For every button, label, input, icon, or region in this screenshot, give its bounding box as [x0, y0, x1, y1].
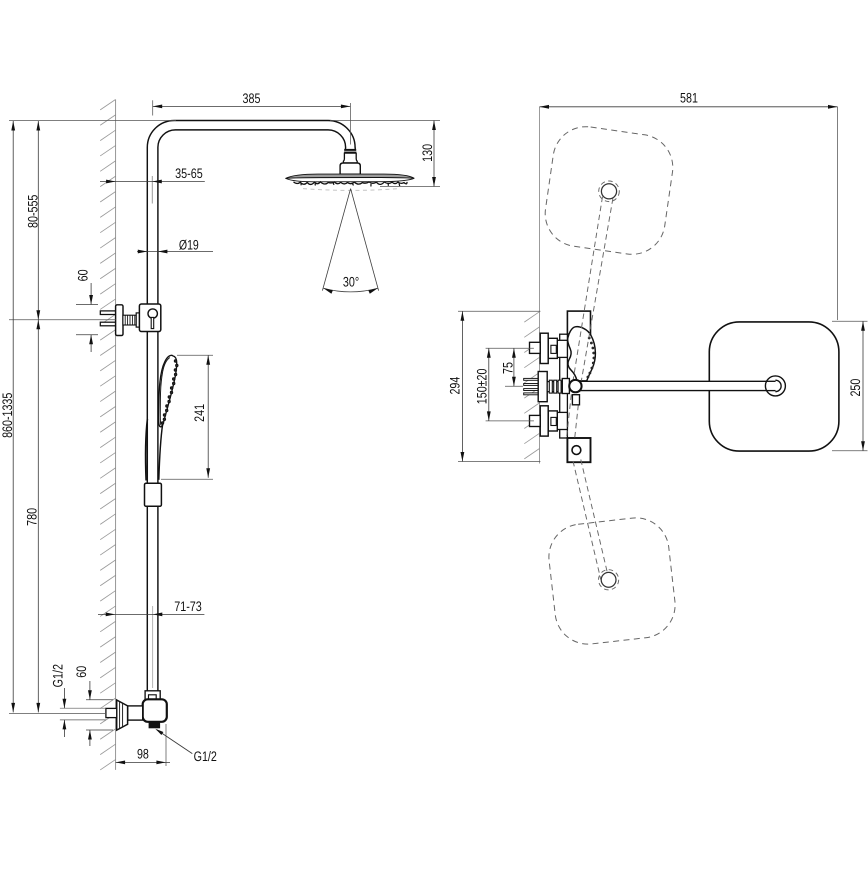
svg-text:80-555: 80-555 — [25, 194, 40, 228]
svg-text:60: 60 — [76, 269, 91, 281]
svg-text:60: 60 — [74, 666, 89, 678]
svg-text:98: 98 — [137, 746, 149, 761]
svg-text:75: 75 — [501, 362, 516, 374]
svg-text:385: 385 — [243, 91, 261, 106]
svg-text:G1/2: G1/2 — [194, 749, 217, 764]
svg-text:860-1335: 860-1335 — [0, 392, 15, 437]
svg-text:35-65: 35-65 — [175, 166, 203, 181]
svg-text:780: 780 — [25, 508, 40, 526]
svg-text:241: 241 — [192, 404, 207, 422]
svg-text:71-73: 71-73 — [174, 599, 202, 614]
svg-text:130: 130 — [420, 144, 435, 162]
svg-text:250: 250 — [848, 378, 863, 396]
svg-text:150±20: 150±20 — [475, 368, 490, 404]
svg-text:30°: 30° — [343, 274, 359, 289]
svg-text:G1/2: G1/2 — [51, 664, 66, 687]
svg-text:Ø19: Ø19 — [179, 237, 199, 252]
svg-text:581: 581 — [680, 91, 698, 106]
svg-text:294: 294 — [448, 376, 463, 394]
